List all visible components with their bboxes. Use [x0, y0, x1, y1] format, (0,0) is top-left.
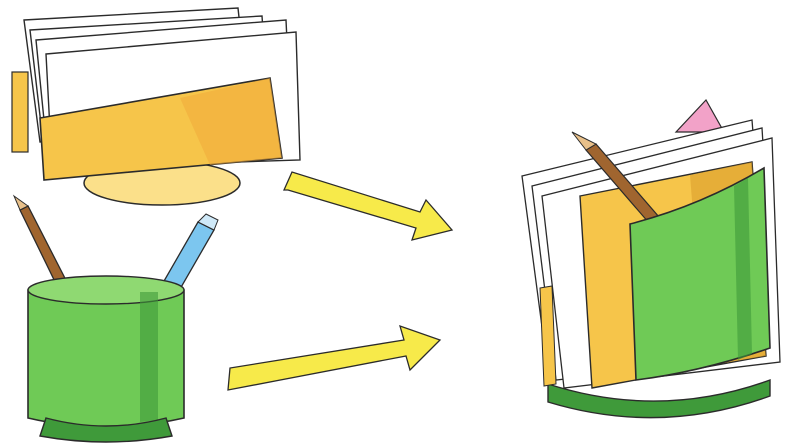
cup-stripe	[140, 292, 158, 422]
pink-card	[676, 100, 724, 132]
cup-rim	[28, 276, 184, 304]
arrow-to-combined	[228, 172, 452, 390]
combined-organizer	[522, 100, 780, 418]
arrow-lower	[228, 326, 440, 390]
folder-back-strip	[12, 72, 28, 152]
pencil-cup	[14, 196, 218, 442]
arrow-upper	[284, 172, 452, 240]
paper-stack-holder	[12, 8, 300, 205]
